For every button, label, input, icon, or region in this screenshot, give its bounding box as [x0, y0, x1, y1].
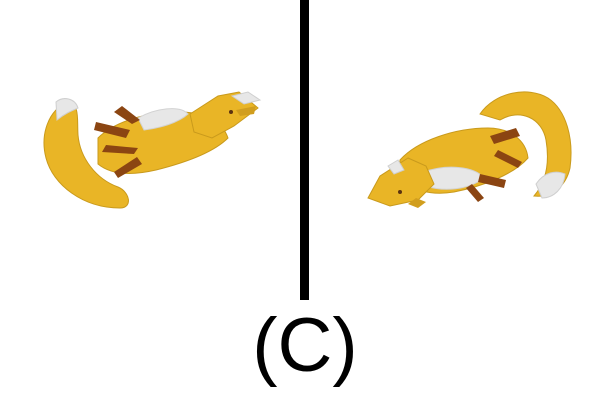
fox-right-leg-front-lower — [494, 150, 522, 168]
fox-left-tail-tip — [55, 98, 79, 122]
fox-right-eye — [398, 190, 402, 194]
panel-caption: (C) — [252, 303, 358, 388]
fox-right-head — [367, 157, 435, 207]
fox-left-leg-back-upper — [102, 145, 138, 154]
fox-left-svg — [43, 91, 262, 209]
fox-left-head — [189, 91, 259, 139]
fox-left-belly — [137, 108, 189, 131]
fox-right-leg-back-upper — [478, 174, 506, 188]
fox-right-svg — [367, 91, 572, 208]
fox-right-snout — [408, 198, 426, 208]
vertical-divider — [300, 0, 309, 300]
fox-left-ear — [230, 91, 262, 105]
fox-right-leg-front-upper — [490, 128, 520, 144]
fox-left-leg-back-lower — [114, 157, 142, 178]
fox-render-right — [360, 80, 590, 230]
fox-render-left — [38, 80, 268, 230]
fox-left-leg-front-upper — [114, 106, 140, 124]
fox-left-tail — [43, 101, 129, 209]
fox-right-ear — [387, 159, 405, 175]
fox-right-leg-back-lower — [466, 184, 484, 202]
fox-left-eye — [229, 110, 233, 114]
fox-right-tail-tip — [535, 171, 566, 199]
fox-left-leg-front-lower — [94, 122, 130, 138]
fox-left-snout — [236, 106, 256, 116]
